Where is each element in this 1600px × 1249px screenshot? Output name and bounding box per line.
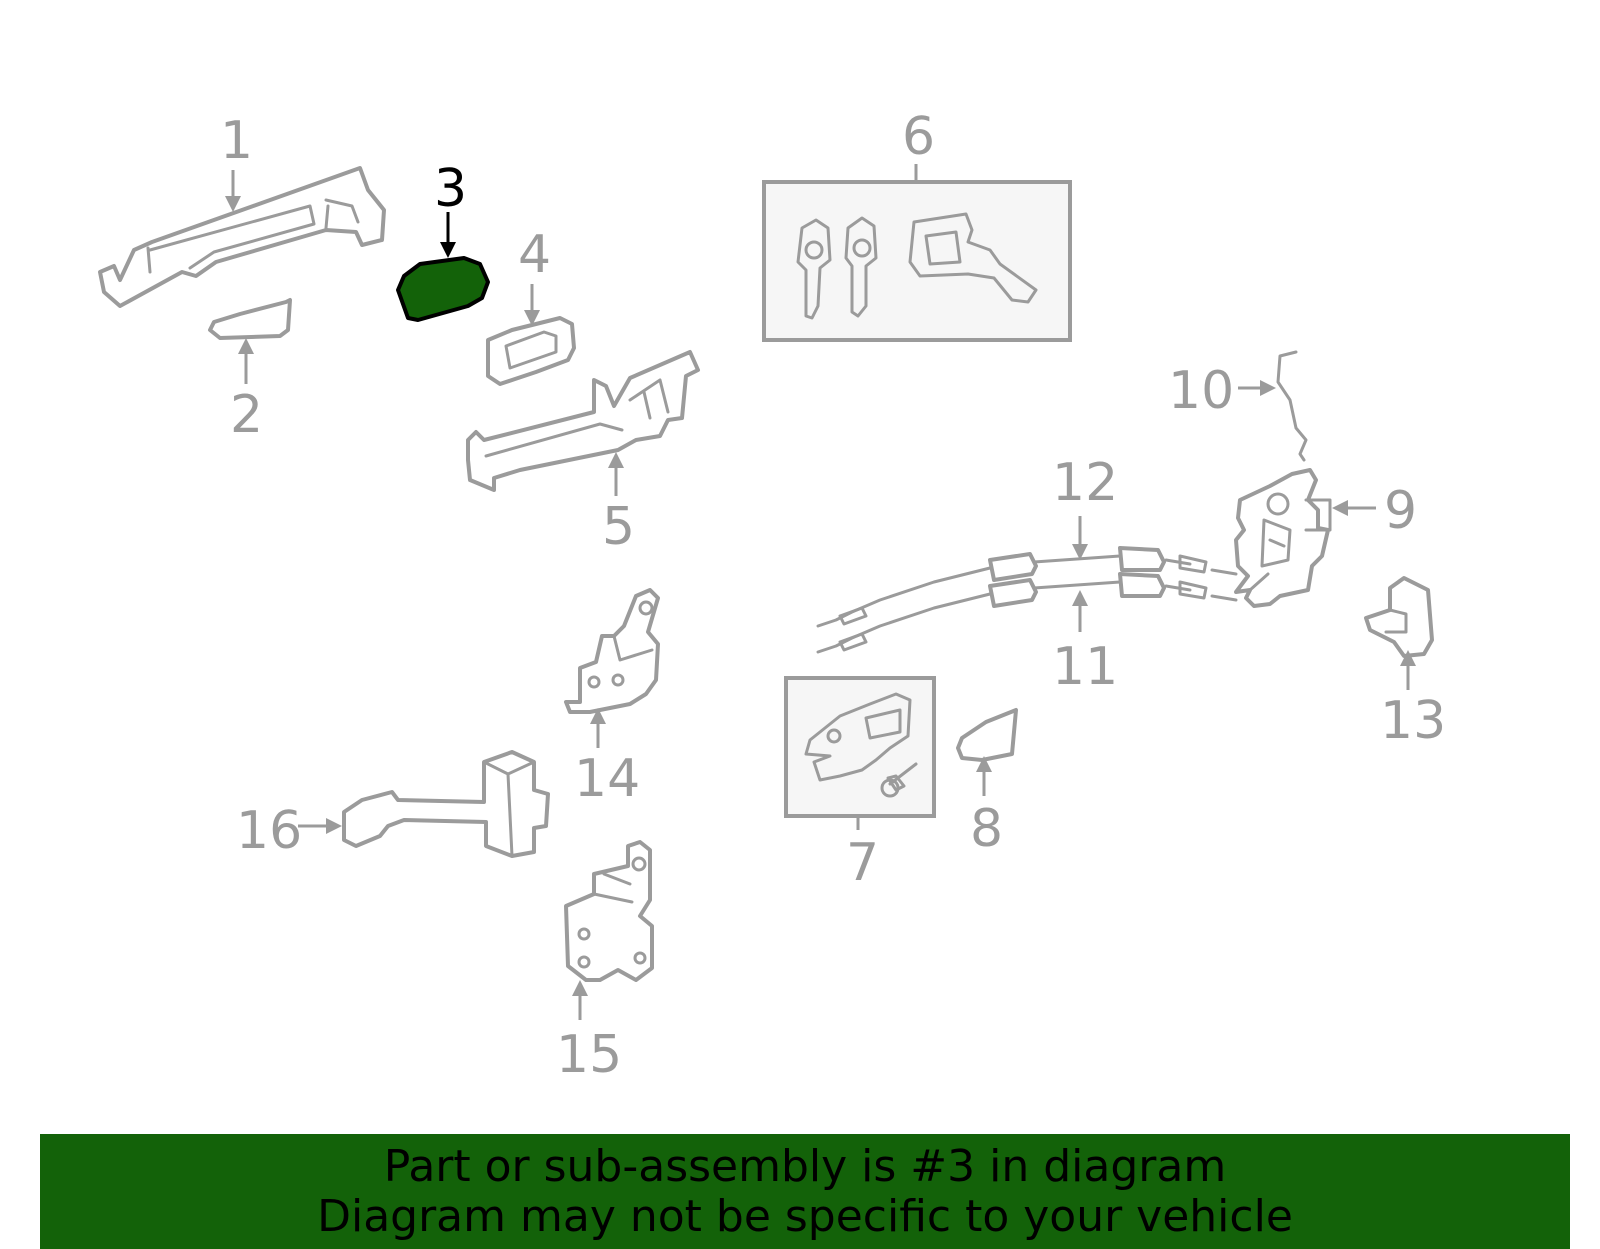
label-6: 6 (902, 107, 935, 167)
part-6-key-cylinder-set[interactable] (762, 180, 1072, 342)
part-5-reinforcement[interactable] (466, 350, 700, 492)
part-16-door-check[interactable] (342, 750, 550, 858)
part-1-handle-frame[interactable] (98, 166, 386, 308)
part-4-gasket[interactable] (486, 316, 576, 386)
label-11: 11 (1052, 637, 1118, 697)
part-9-lock-actuator[interactable] (1234, 468, 1332, 608)
banner-line-2: Diagram may not be specific to your vehi… (317, 1190, 1293, 1242)
label-15: 15 (556, 1025, 622, 1085)
part-12-upper-cable[interactable] (816, 546, 1238, 628)
part-11-lower-cable[interactable] (816, 572, 1238, 654)
label-4: 4 (518, 225, 551, 285)
info-banner: Part or sub-assembly is #3 in diagram Di… (40, 1134, 1570, 1249)
label-1: 1 (220, 111, 253, 171)
part-10-lock-rod[interactable] (1276, 350, 1308, 462)
label-10: 10 (1168, 361, 1234, 421)
label-13: 13 (1380, 691, 1446, 751)
banner-line-1: Part or sub-assembly is #3 in diagram (383, 1140, 1227, 1192)
part-15-lower-hinge[interactable] (564, 840, 654, 982)
part-13-striker[interactable] (1364, 576, 1434, 658)
part-7-inside-handle[interactable] (784, 676, 936, 818)
label-5: 5 (602, 497, 635, 557)
label-3: 3 (434, 159, 467, 219)
part-8-handle-cover[interactable] (956, 708, 1018, 762)
label-2: 2 (230, 385, 263, 445)
part-3-highlighted-cap[interactable] (396, 256, 490, 322)
label-14: 14 (574, 749, 640, 809)
label-16: 16 (236, 801, 302, 861)
part-14-upper-hinge[interactable] (564, 588, 660, 714)
label-9: 9 (1384, 481, 1417, 541)
part-2-handle-pad[interactable] (208, 298, 292, 340)
label-7: 7 (846, 833, 879, 893)
label-8: 8 (970, 799, 1003, 859)
label-12: 12 (1052, 453, 1118, 513)
